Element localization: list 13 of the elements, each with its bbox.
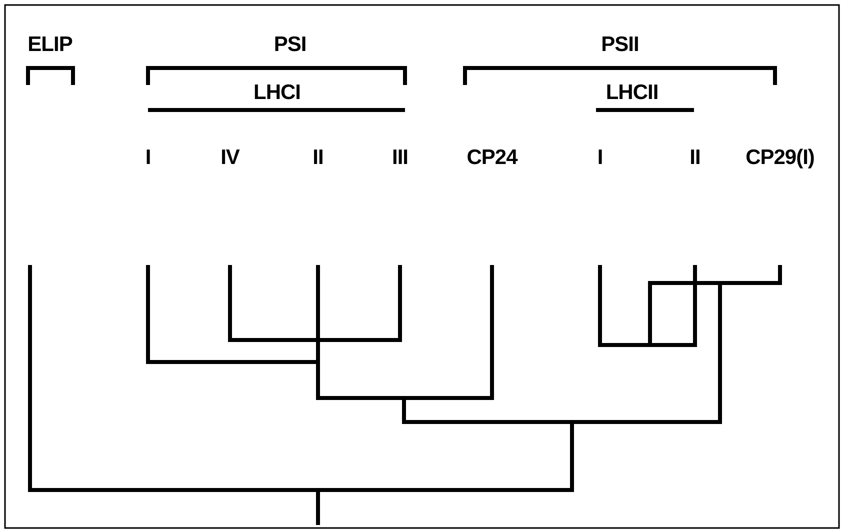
group-label: PSI — [274, 33, 306, 57]
group-label: PSII — [601, 33, 639, 57]
group-label: LHCI — [254, 81, 300, 105]
leaf-label: I — [145, 146, 151, 170]
group-label: ELIP — [28, 33, 72, 57]
leaf-label: CP29(I) — [746, 146, 814, 170]
leaf-label: II — [312, 146, 324, 170]
leaf-label: III — [392, 146, 408, 170]
leaf-label: IV — [220, 146, 240, 170]
leaf-label: CP24 — [466, 146, 518, 170]
leaf-label: II — [690, 146, 700, 170]
leaf-label: I — [597, 146, 603, 170]
group-label: LHCII — [606, 81, 658, 105]
